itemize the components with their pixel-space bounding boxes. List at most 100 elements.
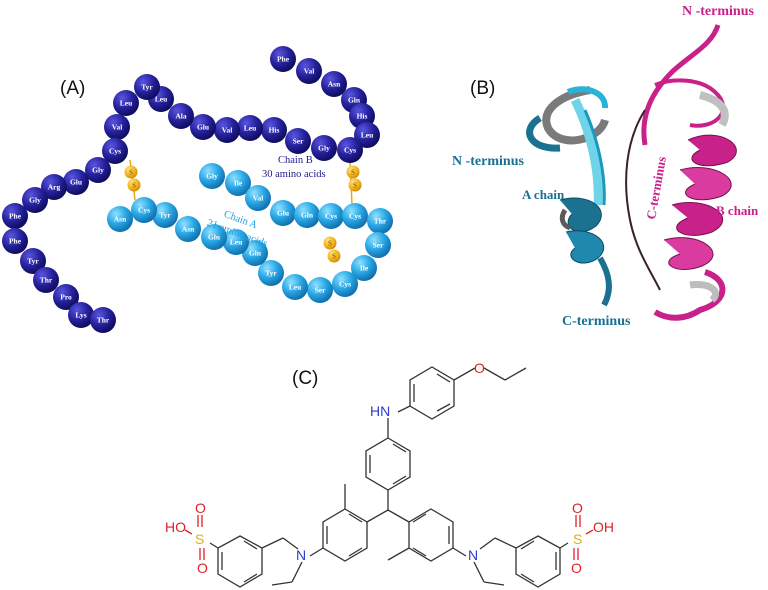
residue-bead — [68, 302, 94, 328]
residue-bead — [294, 202, 320, 228]
residue-bead — [152, 202, 178, 228]
residue-label: Cys — [349, 212, 361, 221]
residue-bead — [342, 203, 368, 229]
disulfide-bond-2: S S — [346, 159, 362, 206]
residue-bead — [33, 267, 59, 293]
residue-bead — [270, 200, 296, 226]
oxygen-label: O — [197, 560, 208, 576]
residue-label: Ser — [373, 241, 385, 250]
residue-bead — [285, 128, 311, 154]
residue-label: Cys — [109, 147, 121, 156]
residue-label: Cys — [339, 280, 351, 289]
left-amine-n-label: N — [296, 547, 306, 563]
residue-label: Arg — [48, 183, 61, 192]
residue-label: Thr — [374, 217, 387, 226]
residue-bead — [242, 240, 268, 266]
residue-bead — [22, 187, 48, 213]
residue-bead — [367, 208, 393, 234]
residue-label: Gly — [92, 166, 104, 175]
residue-label: Leu — [289, 283, 302, 292]
b-chain-helix — [653, 91, 737, 321]
residue-label: Ser — [293, 137, 305, 146]
residue-label: Tyr — [27, 257, 39, 266]
residue-label: His — [357, 112, 368, 121]
residue-bead — [245, 185, 271, 211]
residue-label: His — [269, 126, 280, 135]
residue-label: Thr — [40, 276, 53, 285]
residue-label: Glu — [197, 123, 209, 132]
residue-bead — [41, 174, 67, 200]
residue-bead — [131, 197, 157, 223]
residue-label: Glu — [208, 233, 220, 242]
residue-label: Gly — [318, 144, 330, 153]
residue-bead — [332, 271, 358, 297]
residue-bead — [282, 274, 308, 300]
residue-label: Gln — [348, 96, 361, 105]
right-hydroxyl-label: OH — [593, 519, 614, 535]
residue-label: Leu — [155, 95, 168, 104]
disulfide-bond-intra: S S — [323, 236, 341, 263]
residue-label: Val — [222, 126, 233, 135]
right-sulfur-label: S — [573, 531, 582, 547]
residue-bead — [270, 46, 296, 72]
residue-bead — [214, 117, 240, 143]
residue-label: Phe — [9, 237, 22, 246]
residue-label: Phe — [277, 55, 290, 64]
residue-label: Gly — [206, 172, 218, 181]
residue-label: Pro — [60, 293, 72, 302]
a-chain-label: A chain — [522, 187, 565, 202]
a-chain-helix — [526, 86, 612, 307]
sulfur-label: S — [129, 169, 133, 177]
residue-label: Cys — [344, 146, 356, 155]
left-xylyl-ring — [309, 484, 410, 562]
sulfur-label: S — [132, 182, 136, 190]
residue-bead — [351, 255, 377, 281]
residue-label: Ala — [175, 112, 187, 121]
left-sulfur-label: S — [195, 531, 204, 547]
residue-bead — [63, 169, 89, 195]
residue-bead — [365, 232, 391, 258]
residue-label: Ile — [234, 179, 243, 188]
residue-label: Val — [253, 194, 264, 203]
residue-bead — [113, 90, 139, 116]
left-amine-substituents — [209, 535, 303, 588]
residue-label: Gln — [249, 249, 262, 258]
ether-oxygen-label: O — [474, 360, 485, 376]
left-sulfonyl-group — [184, 515, 205, 560]
right-xylyl-ring — [387, 508, 467, 562]
residue-label: Leu — [230, 238, 243, 247]
chain-b-residues: PheValAsnGlnHisLeuCysGlySerHisLeuValGluA… — [2, 46, 380, 333]
oxygen-label: O — [195, 500, 206, 516]
residue-label: Tyr — [141, 83, 153, 92]
residue-bead — [307, 277, 333, 303]
residue-bead — [223, 229, 249, 255]
panel-c-atom-labels: N N S S HO OH O O O O — [165, 500, 614, 576]
amine-nh-label: HN — [370, 403, 390, 419]
residue-label: Leu — [244, 124, 257, 133]
residue-label: Phe — [9, 212, 22, 221]
residue-label: Tyr — [265, 269, 277, 278]
panel-a-label: (A) — [60, 78, 85, 99]
residue-bead — [190, 114, 216, 140]
residue-bead — [199, 163, 225, 189]
sulfur-label: S — [351, 169, 355, 177]
residue-bead — [261, 117, 287, 143]
residue-label: Asn — [114, 215, 127, 224]
residue-label: Asn — [328, 80, 341, 89]
residue-label: Leu — [120, 99, 133, 108]
residue-bead — [175, 216, 201, 242]
panel-b-label: (B) — [470, 78, 495, 99]
residue-bead — [225, 170, 251, 196]
residue-label: Ser — [315, 286, 327, 295]
residue-bead — [321, 71, 347, 97]
residue-bead — [318, 203, 344, 229]
disulfide-bond-1: S S — [124, 159, 141, 201]
chain-b-count: 30 amino acids — [262, 169, 326, 180]
residue-label: Gly — [29, 196, 41, 205]
c-terminus-b-label: C-terminus — [643, 155, 669, 220]
panel-b-ribbon: N -terminus N -terminus A chain C-termin… — [452, 4, 759, 329]
residue-label: Tyr — [159, 211, 171, 220]
residue-label: Leu — [361, 131, 374, 140]
